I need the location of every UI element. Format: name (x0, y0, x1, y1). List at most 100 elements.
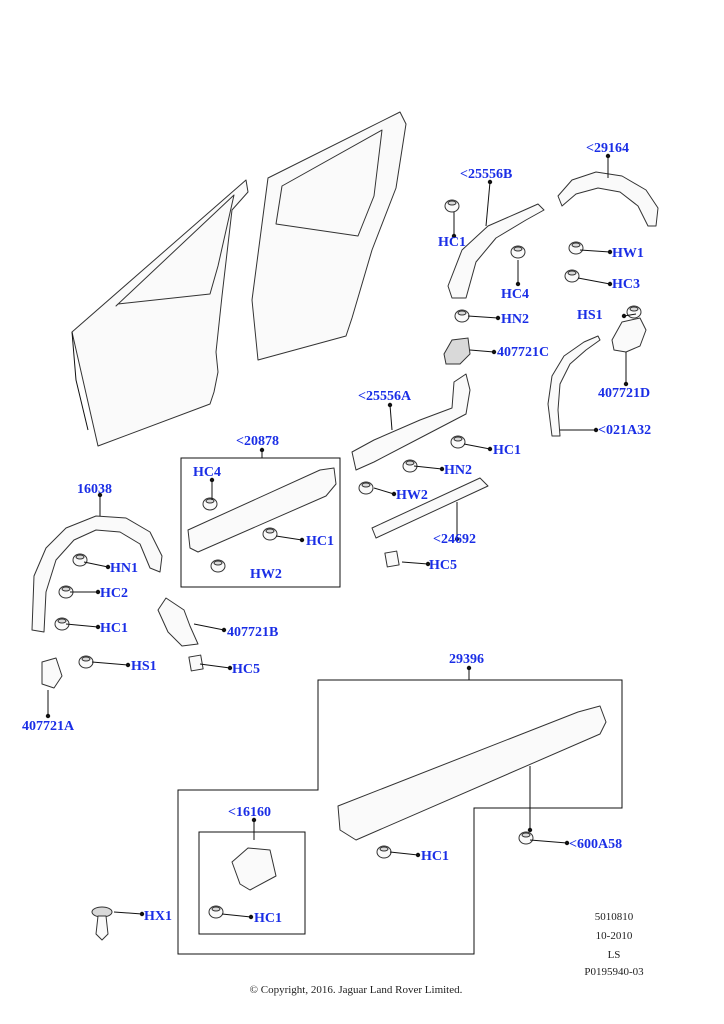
diagram-meta: 5010810 10-2010 LS P0195940-03 © Copyrig… (250, 911, 645, 996)
meta-code-2: 10-2010 (596, 930, 633, 942)
rear-door-illustration (251, 111, 407, 361)
label-25556A[interactable]: <25556A (358, 389, 412, 404)
leader-dot (415, 852, 421, 858)
leader-dot (97, 492, 103, 498)
leader-line (577, 277, 611, 285)
label-hc1-top[interactable]: HC1 (438, 235, 466, 250)
leader-line (485, 181, 491, 227)
label-hn2-top[interactable]: HN2 (501, 312, 529, 327)
label-hc1-box[interactable]: HC1 (306, 534, 334, 549)
leader-dot (139, 911, 145, 917)
leader-dot (605, 153, 611, 159)
leader-line (389, 851, 419, 856)
leader-dot (607, 281, 613, 287)
meta-code-1: 5010810 (595, 911, 634, 923)
fastener-marker-cap (81, 656, 91, 662)
label-29164[interactable]: <29164 (586, 141, 629, 156)
leader-dot (515, 281, 521, 287)
part-021A32-illustration (547, 335, 601, 437)
meta-code-3: LS (608, 949, 621, 961)
label-hc4-box[interactable]: HC4 (193, 465, 221, 480)
fastener-marker-cap (211, 906, 221, 912)
label-hc1-step[interactable]: HC1 (421, 849, 449, 864)
leader-dot (95, 624, 101, 630)
leader-dot (454, 536, 460, 542)
leader-line (373, 487, 395, 495)
leader-dot (487, 446, 493, 452)
label-16038[interactable]: 16038 (77, 482, 112, 497)
part-20878-illustration (187, 467, 337, 553)
leader-dot (45, 713, 51, 719)
label-hc5-mid[interactable]: HC5 (429, 558, 457, 573)
part-hx1-illustration (91, 906, 113, 941)
part-16038-illustration (31, 515, 163, 633)
leader-line (401, 561, 429, 565)
label-hx1[interactable]: HX1 (144, 909, 172, 924)
leader-line (579, 249, 611, 253)
leader-dot (251, 817, 257, 823)
leader-line (529, 839, 568, 844)
leader-dot (391, 491, 397, 497)
label-hc4-top[interactable]: HC4 (501, 287, 529, 302)
leader-line (275, 535, 303, 541)
label-hw2-mid[interactable]: HW2 (396, 488, 428, 503)
leader-dot (495, 315, 501, 321)
leader-dot (466, 665, 472, 671)
fastener-marker-cap (213, 560, 223, 566)
leader-dot (248, 914, 254, 920)
fastener-marker-cap (405, 460, 415, 466)
label-hs1-right[interactable]: HS1 (577, 308, 603, 323)
fastener-marker-cap (453, 436, 463, 442)
label-hw2-box[interactable]: HW2 (250, 567, 282, 582)
frame-29396 (177, 679, 623, 955)
part-407721B-illustration (157, 597, 199, 647)
leader-dot (425, 561, 431, 567)
label-hn1[interactable]: HN1 (110, 561, 138, 576)
leader-line (463, 443, 491, 450)
part-24692-illustration (371, 477, 489, 539)
fastener-marker-cap (61, 586, 71, 592)
label-407721A[interactable]: 407721A (22, 719, 75, 734)
label-20878[interactable]: <20878 (236, 434, 279, 449)
part-16160-illustration (231, 847, 277, 891)
label-24692[interactable]: <24692 (433, 532, 476, 547)
fastener-marker-cap (567, 270, 577, 276)
leader-dot (387, 402, 393, 408)
leader-dot (451, 233, 457, 239)
leader-dot (221, 627, 227, 633)
label-hc1-mid[interactable]: HC1 (493, 443, 521, 458)
label-021A32[interactable]: <021A32 (598, 423, 651, 438)
leader-dot (105, 564, 111, 570)
label-407721D[interactable]: 407721D (598, 386, 650, 401)
label-29396[interactable]: 29396 (449, 652, 484, 667)
label-407721B[interactable]: 407721B (227, 625, 278, 640)
fastener-marker-cap (75, 554, 85, 560)
leader-lines (45, 153, 637, 920)
leader-line (83, 561, 109, 568)
label-hc1-inner[interactable]: HC1 (254, 911, 282, 926)
label-hn2-mid[interactable]: HN2 (444, 463, 472, 478)
label-600A58[interactable]: <600A58 (569, 837, 622, 852)
leader-dot (125, 662, 131, 668)
label-hc3[interactable]: HC3 (612, 277, 640, 292)
leader-dot (607, 249, 613, 255)
part-29164-illustration (557, 171, 659, 227)
part-hc5-left-illustration (188, 654, 204, 672)
label-407721C[interactable]: 407721C (497, 345, 549, 360)
part-407721A-illustration (41, 657, 63, 689)
box-16160 (198, 831, 306, 935)
fastener-markers (54, 199, 642, 919)
leader-dot (259, 447, 265, 453)
label-hw1[interactable]: HW1 (612, 246, 644, 261)
label-hs1-left[interactable]: HS1 (131, 659, 157, 674)
part-hc5-mid-illustration (384, 550, 400, 568)
leader-dot (299, 537, 305, 543)
label-16160[interactable]: <16160 (228, 805, 271, 820)
leader-dot (623, 381, 629, 387)
label-25556B[interactable]: <25556B (460, 167, 512, 182)
label-hc5-left[interactable]: HC5 (232, 662, 260, 677)
fastener-marker-cap (265, 528, 275, 534)
label-hc2[interactable]: HC2 (100, 586, 128, 601)
front-door-illustration (71, 179, 249, 447)
label-hc1-left[interactable]: HC1 (100, 621, 128, 636)
